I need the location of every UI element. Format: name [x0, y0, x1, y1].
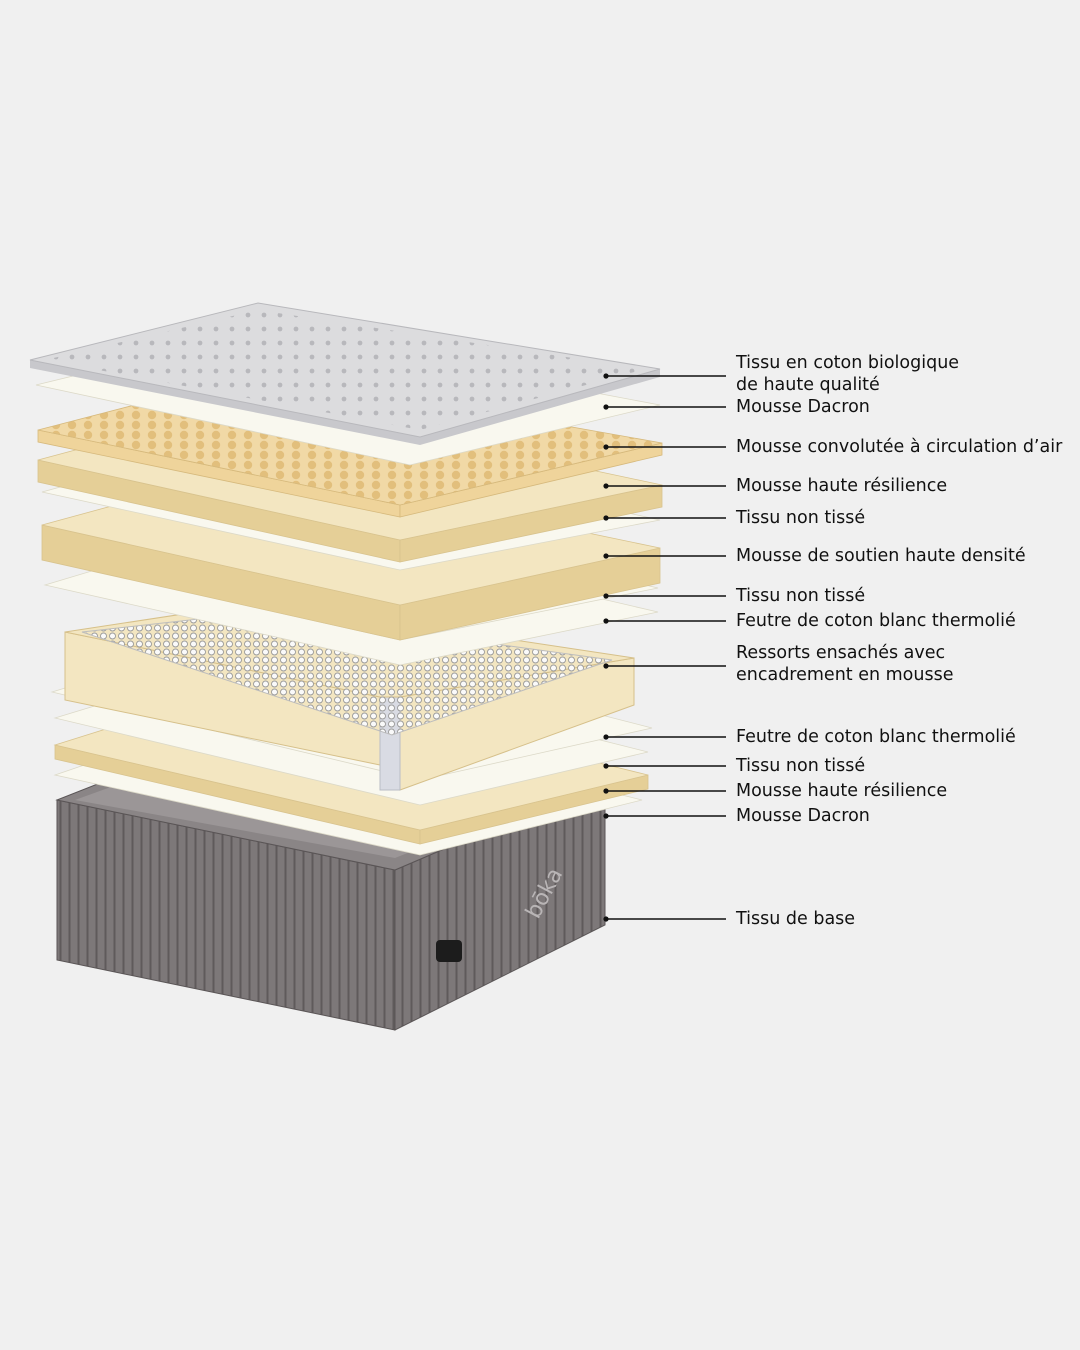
label-pocket-springs-line-2: encadrement en mousse	[736, 665, 954, 685]
label-convoluted-foam: Mousse convolutée à circulation d’air	[736, 437, 1063, 457]
label-pocket-springs-line-1: Ressorts ensachés avec	[736, 643, 946, 663]
quilted-top-layer	[29, 302, 661, 445]
label-dacron-top: Mousse Dacron	[736, 397, 870, 417]
label-organic-cotton-line-1: Tissu en coton biologique	[736, 353, 960, 373]
label-nonwoven-top: Tissu non tissé	[736, 508, 866, 528]
brand-tag	[436, 940, 462, 962]
label-organic-cotton-line-2: de haute qualité	[736, 375, 880, 395]
label-base-fabric: Tissu de base	[736, 909, 856, 929]
label-hr-foam-top: Mousse haute résilience	[736, 476, 948, 496]
label-hr-foam-bottom: Mousse haute résilience	[736, 781, 948, 801]
label-felt-bottom: Feutre de coton blanc thermolié	[736, 727, 1016, 747]
label-nonwoven-mid: Tissu non tissé	[736, 586, 866, 606]
label-dacron-bottom: Mousse Dacron	[736, 806, 870, 826]
label-hd-support-foam: Mousse de soutien haute densité	[736, 546, 1026, 566]
label-nonwoven-bottom: Tissu non tissé	[736, 756, 866, 776]
label-felt-top: Feutre de coton blanc thermolié	[736, 611, 1016, 631]
